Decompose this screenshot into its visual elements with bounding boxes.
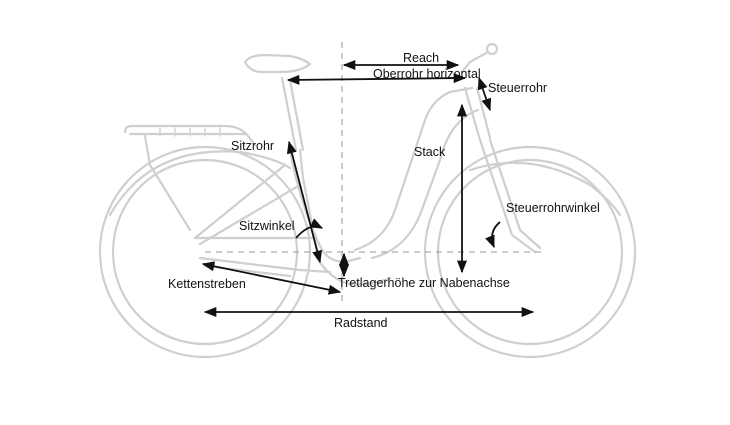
seat-stay [193,163,287,240]
label-steuerrohrwinkel: Steuerrohrwinkel [506,201,600,215]
seat-stay-lower [198,183,302,246]
front-fork [478,138,537,254]
steuerrohrwinkel-arc [485,221,501,249]
handlebar-end [485,42,499,56]
rear-rack-strut [143,134,192,232]
head-tube [463,86,482,142]
down-tube-upper [353,86,474,252]
label-tretlagerhoehe: Tretlagerhöhe zur Nabenachse [338,276,510,290]
front-fender [468,161,622,217]
label-sitzrohr: Sitzrohr [231,139,274,153]
stem [460,50,490,74]
seat-post [280,76,298,152]
label-reach: Reach [403,51,439,65]
rear-fender [108,150,292,217]
label-kettenstreben: Kettenstreben [168,277,246,291]
oberrohr-arrow [286,73,467,85]
rear-rack-top [123,124,257,147]
saddle [243,53,312,74]
sitzrohr-arrow [286,140,323,264]
label-stack: Stack [414,145,446,159]
label-sitzwinkel: Sitzwinkel [239,219,295,233]
label-steuerrohr: Steuerrohr [488,81,547,95]
kettenstreben-arrow [201,261,342,295]
steuerrohr-arrow [477,76,492,112]
label-oberrohr: Oberrohr horizontal [373,67,481,81]
label-radstand: Radstand [334,316,388,330]
sitzwinkel-arc [295,218,324,239]
